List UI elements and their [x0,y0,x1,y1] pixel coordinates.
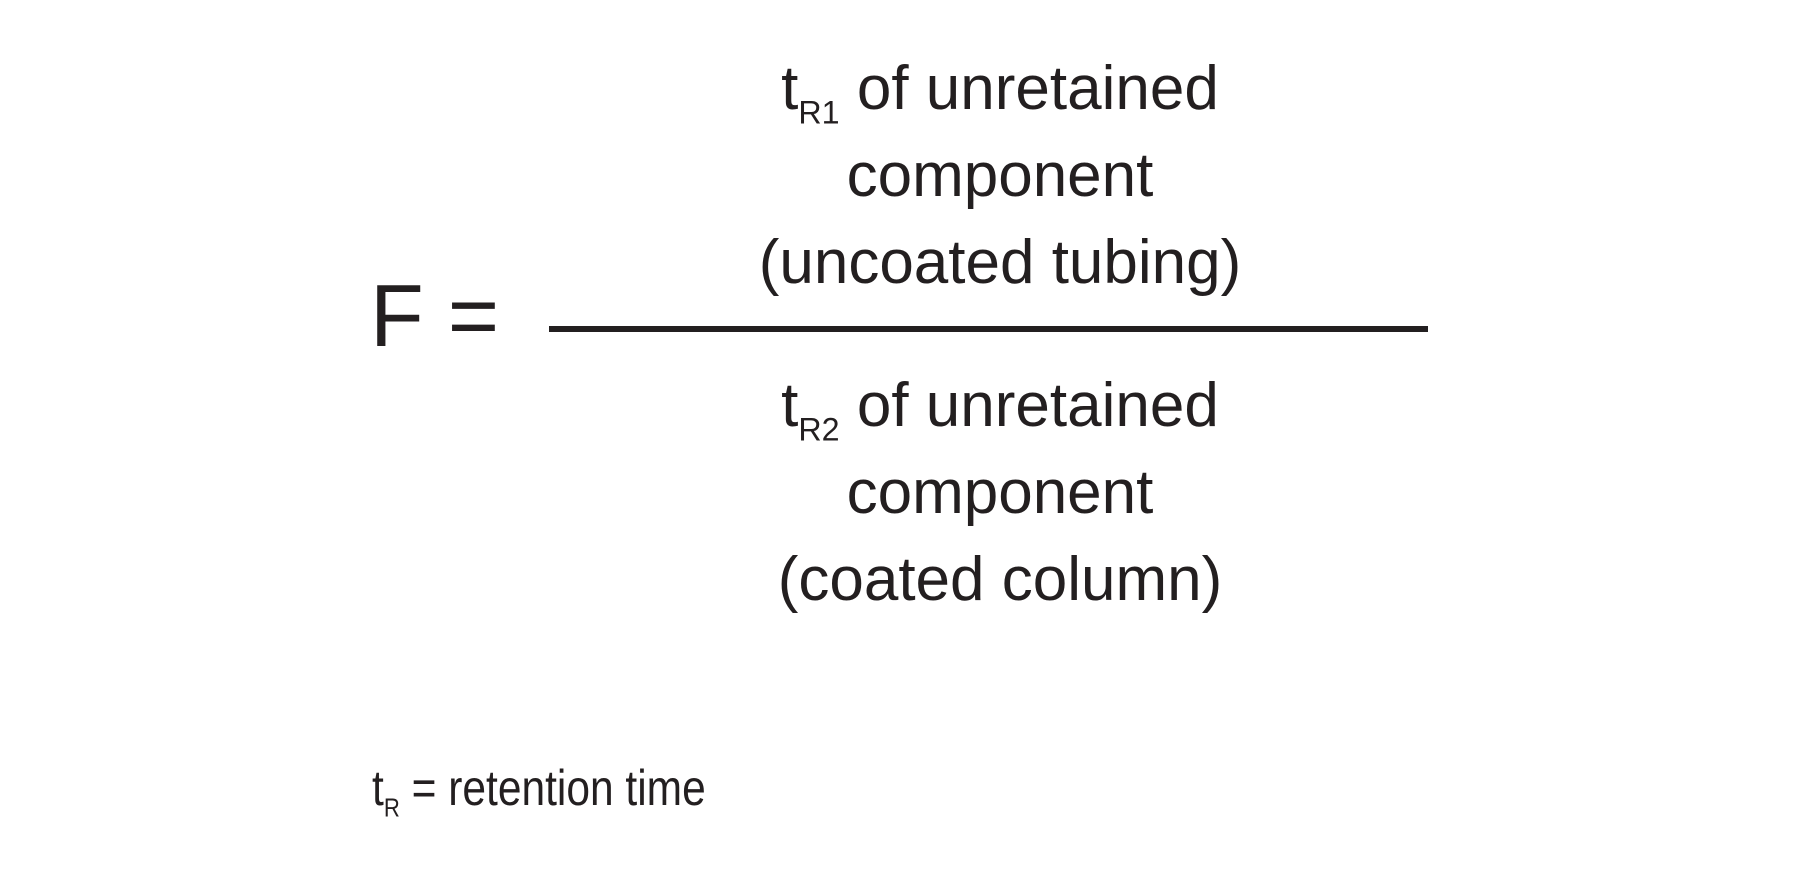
legend-text: = retention time [399,760,706,816]
variable-f: F [370,266,424,365]
denominator-line-1-text: of unretained [839,371,1219,440]
legend-definition: tR = retention time [372,760,706,821]
legend-subscript: R [383,792,400,823]
denominator-symbol: t [781,371,799,440]
fraction-bar [549,326,1428,332]
numerator-symbol: t [781,54,799,123]
numerator-line-3: (uncoated tubing) [758,228,1242,297]
numerator-line-1: tR1 of unretained [700,45,1300,132]
denominator-line-2: component [846,458,1154,527]
formula-lhs: F= [370,272,499,360]
denominator: tR2 of unretained component (coated colu… [700,362,1300,623]
numerator-subscript: R1 [798,94,840,131]
numerator-line-2: component [846,141,1154,210]
denominator-line-3: (coated column) [777,545,1223,614]
numerator: tR1 of unretained component (uncoated tu… [700,45,1300,306]
equals-sign: = [447,266,500,365]
denominator-subscript: R2 [798,411,840,448]
denominator-line-1: tR2 of unretained [700,362,1300,449]
legend-symbol: t [372,760,384,816]
numerator-line-1-text: of unretained [839,54,1219,123]
